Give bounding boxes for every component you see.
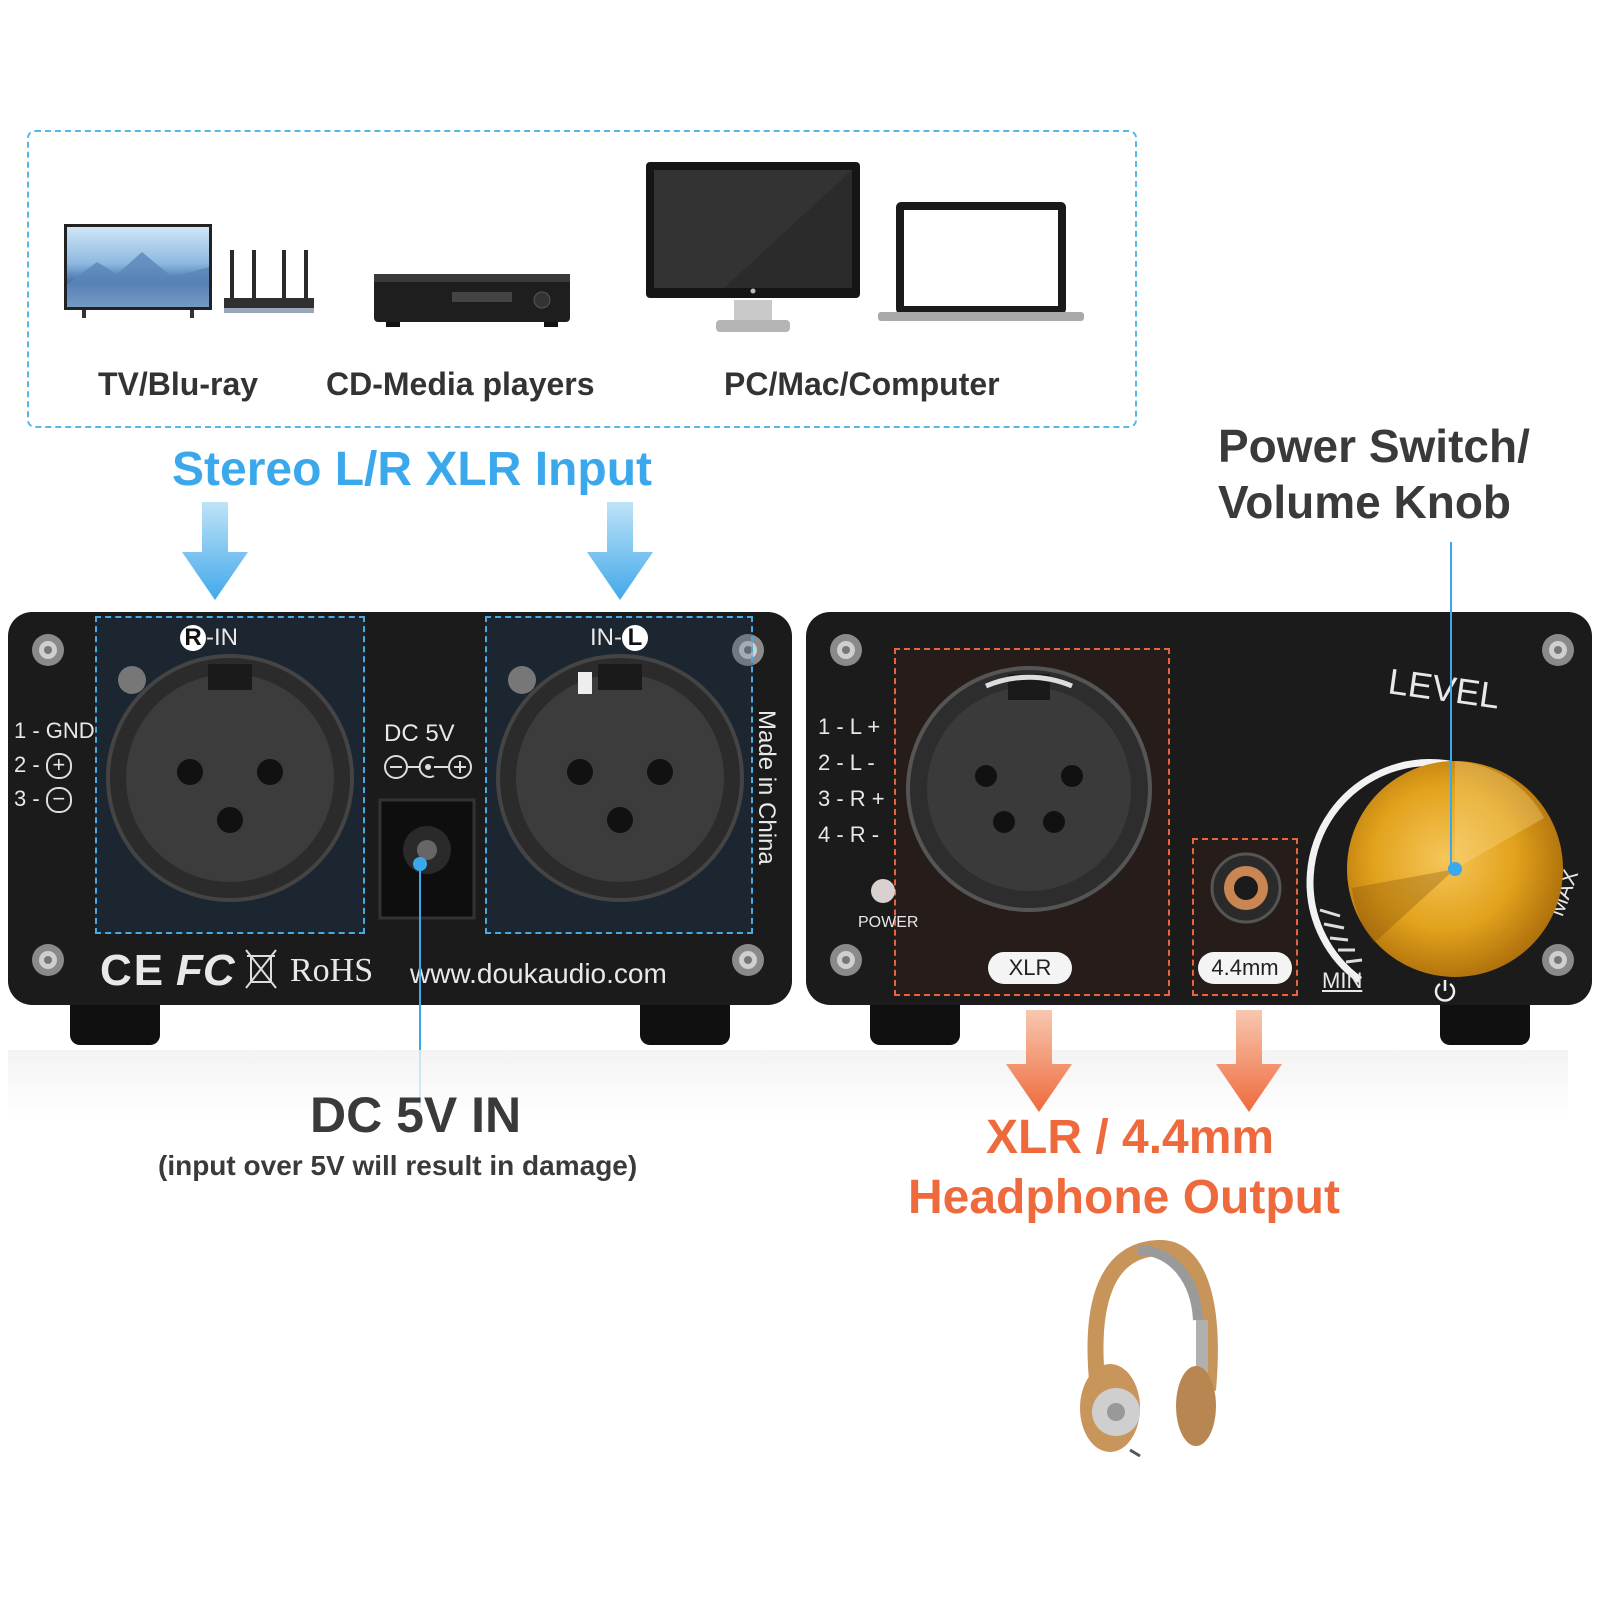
made-in-label: Made in China	[753, 710, 780, 865]
dc-label: DC 5V	[384, 720, 455, 747]
tv-icon	[64, 224, 212, 318]
screw-icon	[1542, 634, 1574, 666]
rohs-mark: RoHS	[290, 952, 374, 989]
front-pin-label-3: 3 - R +	[818, 786, 885, 811]
back-pin-label-1: 1 - GND	[14, 718, 95, 743]
left-marker: L	[622, 625, 648, 651]
screw-icon	[830, 944, 862, 976]
headphones-icon	[1080, 1240, 1218, 1458]
screw-icon	[732, 944, 764, 976]
volume-knob[interactable]	[1344, 758, 1566, 980]
left-input-label: IN-L	[590, 624, 648, 652]
laptop-icon	[878, 202, 1084, 321]
power-led-icon	[871, 879, 895, 903]
website-label: www.doukaudio.com	[410, 958, 667, 989]
output-heading-line1: XLR / 4.4mm	[986, 1111, 1275, 1164]
mm-output-arrow-icon	[1216, 1010, 1282, 1112]
back-pin-label-3: 3 - −	[14, 786, 72, 813]
front-foot-right	[1440, 1005, 1530, 1045]
right-marker: R	[180, 625, 206, 651]
power-label: POWER	[858, 914, 919, 931]
xlr-input-left-connector[interactable]	[494, 652, 746, 904]
dc-note: (input over 5V will result in damage)	[158, 1150, 638, 1181]
screw-icon	[32, 944, 64, 976]
monitor-icon	[646, 162, 860, 332]
ce-mark: CE	[100, 946, 166, 995]
xlr-output-pill: XLR	[988, 952, 1072, 984]
mm-output-pill: 4.4mm	[1198, 952, 1292, 984]
back-foot-left	[70, 1005, 160, 1045]
right-input-label: R-IN	[180, 624, 238, 652]
screw-icon	[1542, 944, 1574, 976]
power-heading-line1: Power Switch/	[1218, 420, 1530, 472]
front-pin-label-4: 4 - R -	[818, 822, 880, 847]
plus-icon: +	[45, 753, 72, 779]
output-heading-line2: Headphone Output	[908, 1171, 1340, 1224]
right-in-text: -IN	[206, 624, 238, 651]
weee-bin-icon	[245, 949, 277, 989]
xlr-output-connector[interactable]	[904, 664, 1154, 914]
front-pin-label-2: 2 - L -	[818, 750, 875, 775]
screw-icon	[830, 634, 862, 666]
dc-jack-connector[interactable]	[378, 798, 476, 920]
back-pin-label-2: 2 - +	[14, 752, 72, 779]
source-label-cd: CD-Media players	[326, 366, 595, 402]
mm-jack-connector[interactable]	[1208, 850, 1284, 926]
xlr-input-right-connector[interactable]	[104, 652, 356, 904]
source-devices-box	[27, 130, 1137, 428]
xlr-output-arrow-icon	[1006, 1010, 1072, 1112]
reflection-strip	[8, 1050, 1568, 1120]
knob-pointer-line	[1450, 542, 1452, 872]
dc-heading: DC 5V IN	[310, 1087, 522, 1143]
input-heading: Stereo L/R XLR Input	[172, 443, 652, 496]
screw-icon	[732, 634, 764, 666]
power-heading-line2: Volume Knob	[1218, 476, 1512, 528]
input-arrow-left-icon	[587, 502, 653, 600]
minus-icon: −	[45, 787, 72, 813]
power-heading: Power Switch/ Volume Knob	[1218, 418, 1530, 530]
back-foot-right	[640, 1005, 730, 1045]
source-label-tv: TV/Blu-ray	[98, 366, 259, 402]
router-icon	[224, 250, 314, 313]
front-pin-label-1: 1 - L +	[818, 714, 881, 739]
screw-icon	[32, 634, 64, 666]
left-in-text: IN-	[590, 624, 622, 651]
min-label: MIN	[1322, 968, 1363, 993]
cd-player-icon	[374, 274, 570, 327]
dc-polarity-icon	[384, 755, 472, 779]
source-label-pc: PC/Mac/Computer	[724, 366, 1000, 402]
front-foot-left	[870, 1005, 960, 1045]
fcc-mark: FC	[176, 946, 235, 995]
power-symbol-icon	[1434, 980, 1456, 1002]
input-arrow-right-icon	[182, 502, 248, 600]
